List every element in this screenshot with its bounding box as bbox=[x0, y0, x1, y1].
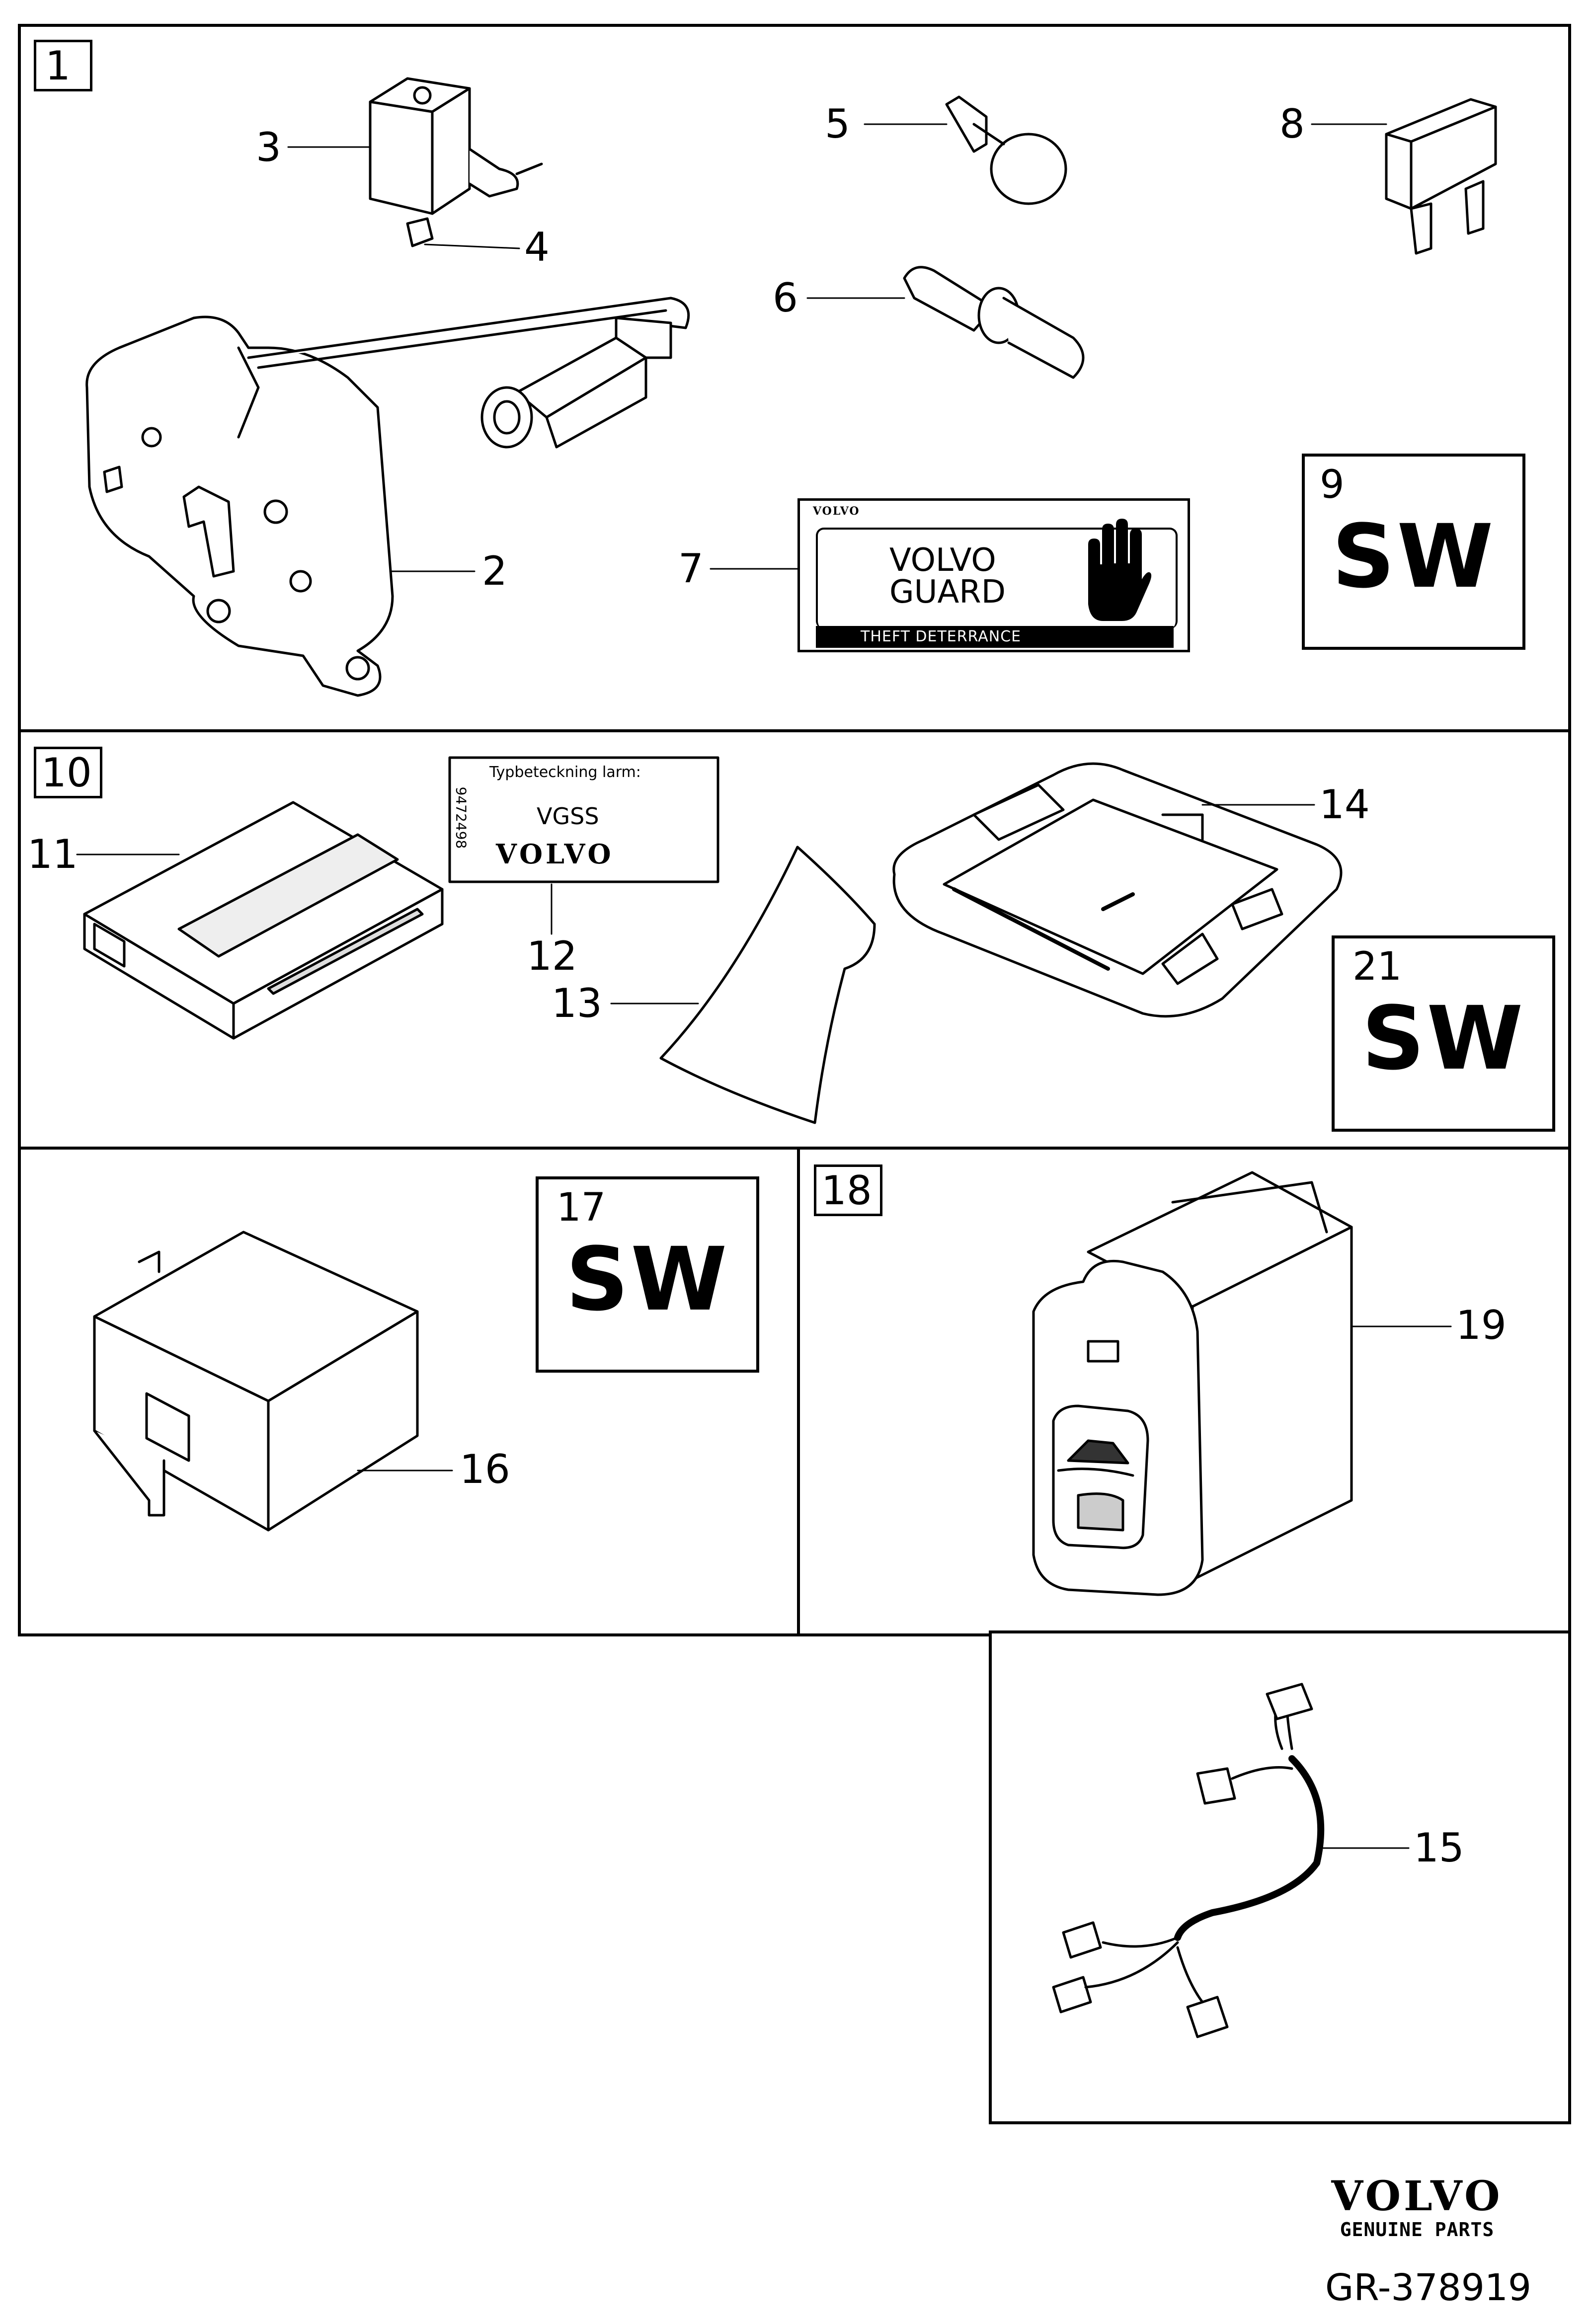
callout-6: 6 bbox=[773, 275, 798, 321]
kit-label-10: 10 bbox=[34, 747, 102, 798]
software-badge-text: SW bbox=[1361, 988, 1525, 1089]
footer-brand: VOLVO bbox=[1331, 2172, 1503, 2220]
callout-5: 5 bbox=[825, 101, 850, 147]
decal-title-line1: VOLVO bbox=[889, 542, 996, 579]
alarm-switch-drawing bbox=[1032, 1171, 1353, 1596]
callout-12: 12 bbox=[527, 933, 577, 979]
callout-8: 8 bbox=[1279, 101, 1305, 147]
type-label-brand: VOLVO bbox=[496, 838, 614, 870]
type-label-side-number: 9472498 bbox=[453, 786, 470, 849]
hood-switch-drawing bbox=[85, 297, 690, 697]
decal-inner-frame bbox=[816, 528, 1178, 629]
callout-3: 3 bbox=[256, 124, 281, 170]
theft-deterrence-decal: VOLVO VOLVO GUARD THEFT DETERRANCE bbox=[797, 498, 1190, 652]
software-badge-text: SW bbox=[565, 1229, 729, 1330]
callout-19: 19 bbox=[1456, 1302, 1507, 1348]
callout-7: 7 bbox=[678, 545, 704, 592]
mounting-frame-drawing bbox=[892, 762, 1343, 1018]
wiring-harness-drawing bbox=[1052, 1683, 1325, 2038]
type-label-heading: Typbeteckning larm: bbox=[489, 764, 641, 781]
kit-label-1: 1 bbox=[34, 40, 92, 91]
type-label-drawing bbox=[448, 756, 719, 883]
blade-fuse-drawing bbox=[1385, 98, 1497, 255]
decal-title-line2: GUARD bbox=[889, 574, 1006, 611]
callout-13: 13 bbox=[552, 980, 602, 1026]
software-badge-text: SW bbox=[1332, 506, 1496, 608]
leader-lines bbox=[76, 123, 1452, 1849]
software-badge-number: 17 bbox=[557, 1185, 606, 1230]
instruction-sheet-drawing bbox=[659, 846, 876, 1124]
footer-reference: GR-378919 bbox=[1325, 2266, 1531, 2309]
kit-label-18: 18 bbox=[814, 1164, 882, 1216]
callout-14: 14 bbox=[1319, 781, 1370, 828]
footer-brand-block: VOLVO GENUINE PARTS bbox=[1313, 2176, 1521, 2243]
software-badge-number: 9 bbox=[1320, 463, 1345, 507]
callout-16: 16 bbox=[460, 1446, 510, 1492]
push-rivet-drawing bbox=[945, 95, 1067, 205]
footer-tagline: GENUINE PARTS bbox=[1340, 2219, 1495, 2241]
software-badge-number: 21 bbox=[1352, 944, 1402, 989]
decal-small-brand: VOLVO bbox=[813, 505, 860, 518]
callout-15: 15 bbox=[1414, 1825, 1464, 1871]
control-module-drawing bbox=[83, 801, 444, 1040]
stud-drawing bbox=[903, 266, 1085, 379]
callout-2: 2 bbox=[482, 548, 507, 594]
callout-11: 11 bbox=[27, 831, 78, 877]
sensor-block-drawing bbox=[369, 77, 543, 247]
relay-module-drawing bbox=[93, 1231, 419, 1532]
software-badge-21: 21 SW bbox=[1332, 935, 1555, 1132]
type-label-code: VGSS bbox=[537, 803, 599, 830]
callout-4: 4 bbox=[524, 224, 550, 270]
raised-hand-icon bbox=[1088, 519, 1152, 621]
software-badge-9: 9 SW bbox=[1302, 454, 1525, 650]
decal-banner: THEFT DETERRANCE bbox=[816, 626, 1174, 648]
software-badge-17: 17 SW bbox=[536, 1176, 759, 1373]
